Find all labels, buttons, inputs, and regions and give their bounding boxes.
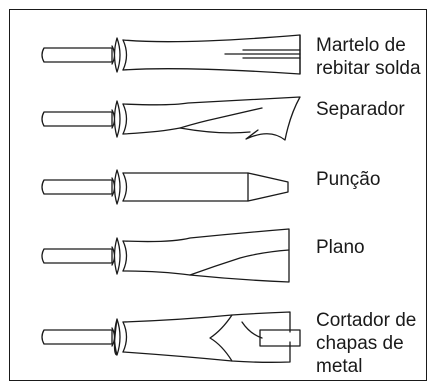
diagram-frame (9, 9, 427, 381)
cortador-chapas-bit (41, 311, 301, 363)
puncao-bit (41, 169, 289, 205)
label-separador: Separador (316, 98, 405, 121)
martelo-rebitar-solda-bit (41, 34, 301, 75)
plano-bit (41, 228, 290, 283)
separador-bit (41, 96, 301, 141)
label-cortador: Cortador de chapas de metal (316, 309, 416, 378)
label-line: Punção (316, 169, 381, 190)
label-line: Martelo de (316, 35, 406, 56)
label-line: chapas de (316, 333, 404, 354)
label-line: Plano (316, 237, 365, 258)
label-line: rebitar solda (316, 58, 421, 79)
label-plano: Plano (316, 236, 365, 259)
label-puncao: Punção (316, 168, 380, 191)
label-line: Separador (316, 99, 405, 120)
label-line: Cortador de (316, 310, 417, 331)
label-martelo: Martelo de rebitar solda (316, 34, 421, 80)
label-line: metal (316, 356, 363, 377)
